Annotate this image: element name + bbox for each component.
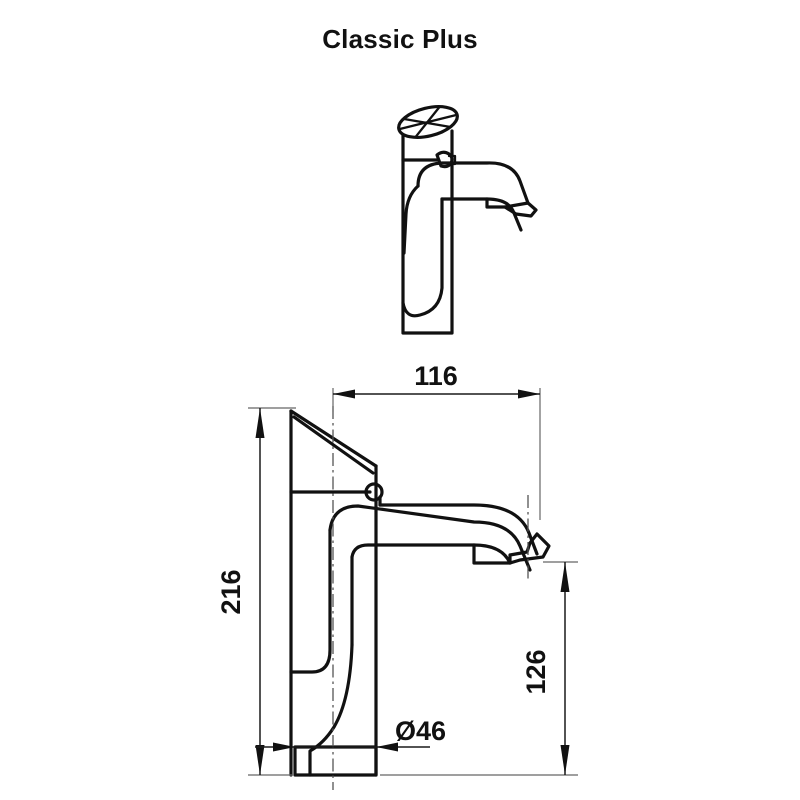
perspective-handle-sweep <box>401 197 444 318</box>
perspective-spout-upper-curve <box>416 161 530 205</box>
dim126-arrow-top <box>560 562 570 592</box>
dim216-label: 216 <box>216 569 246 614</box>
dim116-label: 116 <box>414 361 458 391</box>
dim126-arrow-bottom <box>560 745 570 775</box>
dim116-arrow-right <box>518 389 540 399</box>
dim126-label: 126 <box>521 649 551 694</box>
side-spout-tip-underside <box>472 543 512 565</box>
dim116-arrow-left <box>333 389 355 399</box>
side-body-flare-curve <box>308 643 354 777</box>
dim46-arrow-left <box>273 742 295 752</box>
dim46-label: Ø46 <box>395 716 446 746</box>
dimension-diameter46-group: Ø46 <box>255 716 446 752</box>
dim216-arrow-bottom <box>255 745 265 775</box>
side-spout-second-curve <box>328 504 532 572</box>
dimension-216-group: 216 <box>216 407 296 776</box>
perspective-body-outline <box>401 126 454 335</box>
dimension-116-group: 116 <box>332 361 541 520</box>
side-elevation-view <box>289 406 551 790</box>
perspective-body-left-sweep <box>402 184 420 255</box>
dim216-arrow-top <box>255 408 265 438</box>
side-spout-third-curve <box>350 543 512 565</box>
dim46-arrow-right <box>376 742 398 752</box>
perspective-spout-tip <box>503 201 538 218</box>
perspective-spout-tip-underside <box>485 197 507 209</box>
page-title: Classic Plus <box>322 24 478 54</box>
side-cartridge-pivot-circle <box>364 482 384 502</box>
side-spout-left-bend-outer <box>289 528 332 674</box>
side-spout-top-curve <box>378 503 539 556</box>
dimension-126-group: 126 <box>380 561 578 776</box>
perspective-cap-cross-lines <box>399 105 457 138</box>
perspective-view <box>397 104 538 335</box>
perspective-spout-lower-curve <box>440 197 523 232</box>
side-base-plinth <box>293 745 378 777</box>
side-lever-underside <box>292 415 375 475</box>
